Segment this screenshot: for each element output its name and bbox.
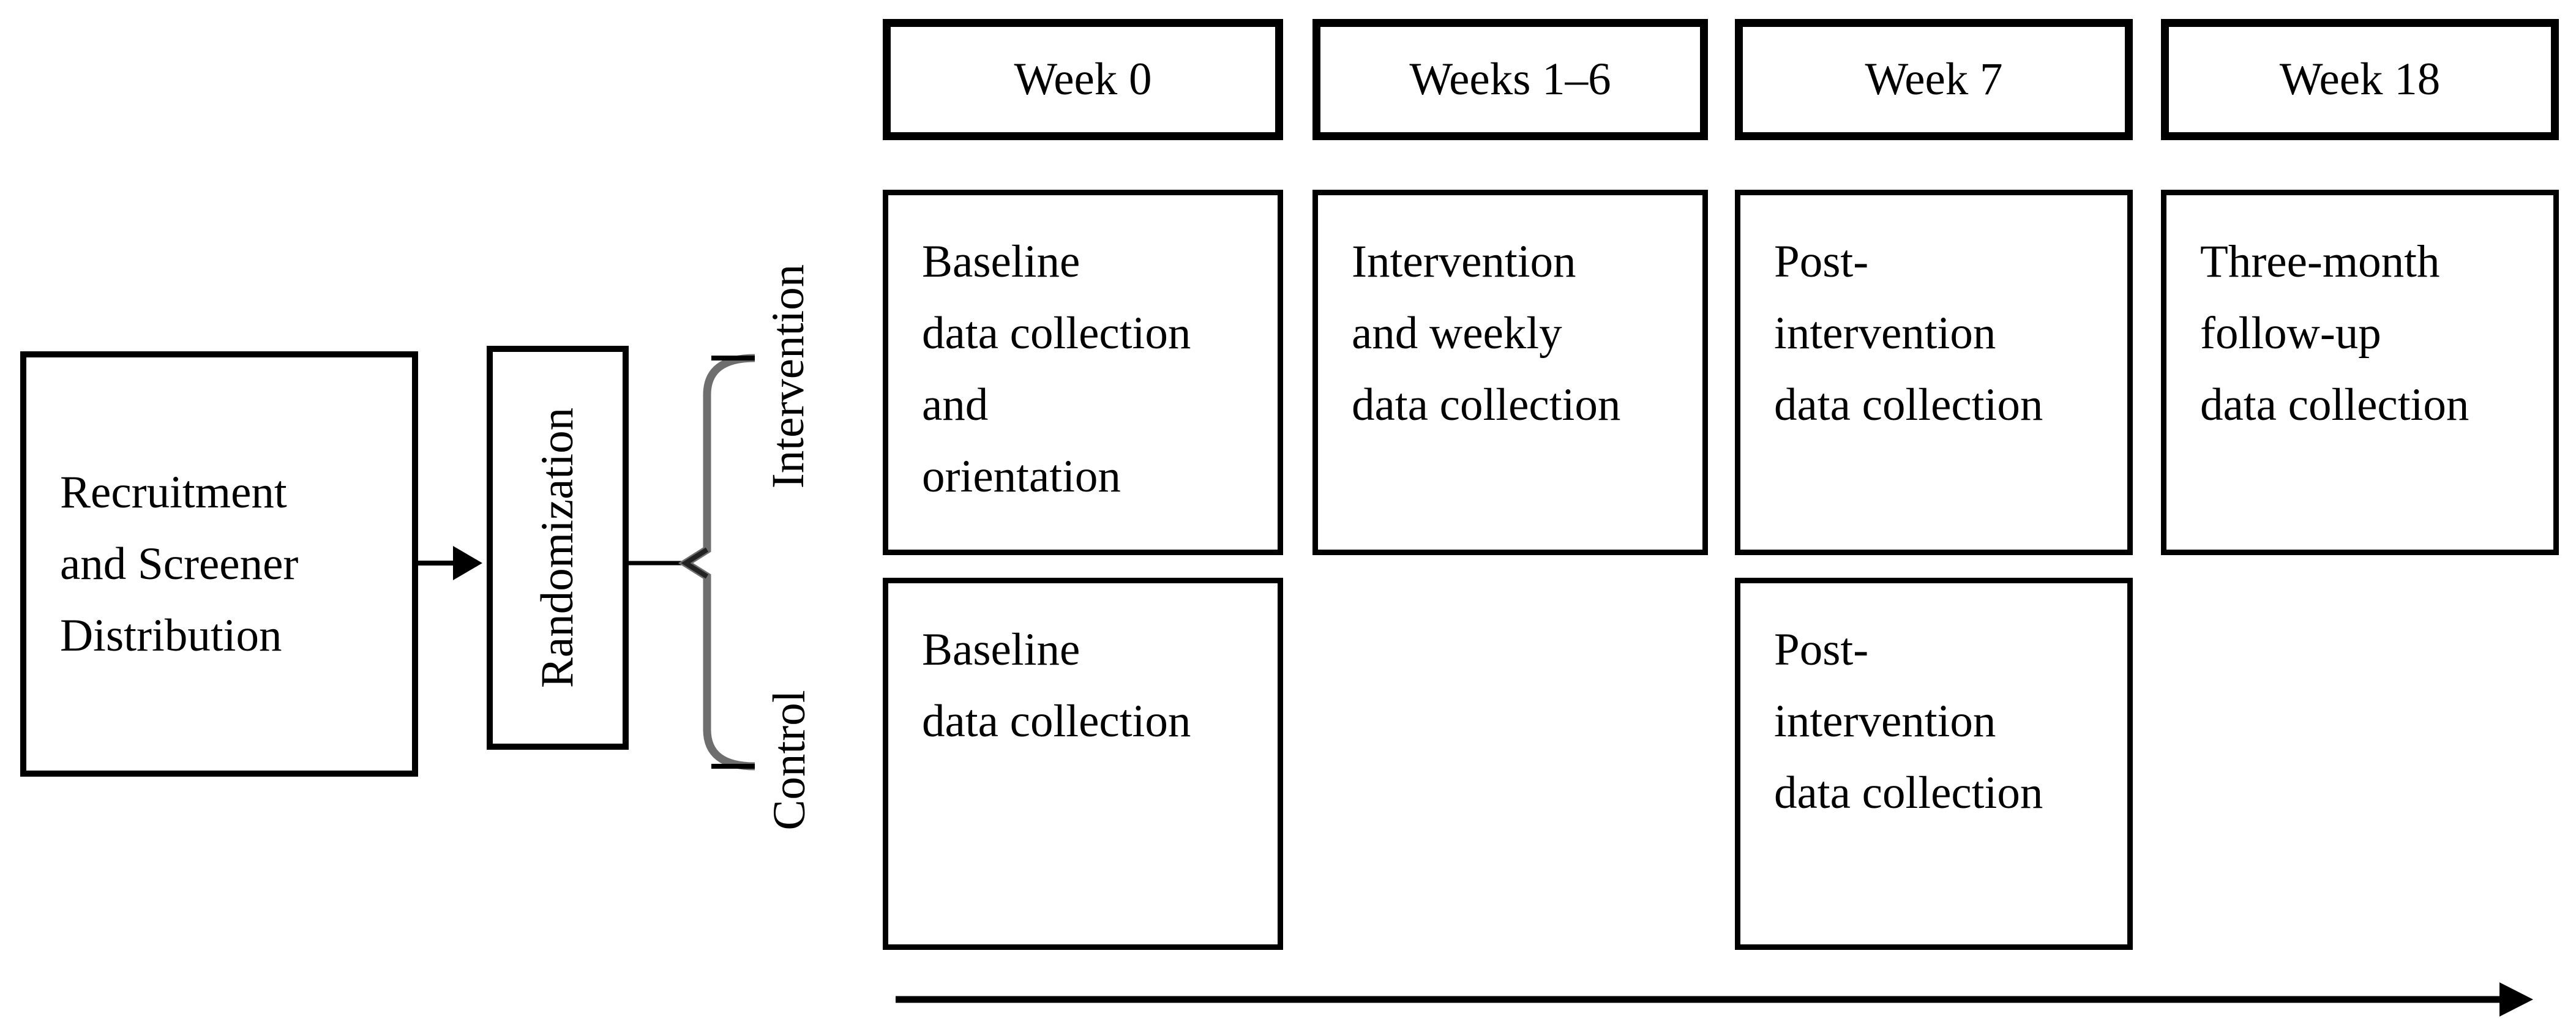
- recruitment-box: Recruitment and Screener Distribution: [20, 351, 418, 777]
- branch-brace: [678, 354, 755, 771]
- cell-line: data collection: [1774, 767, 2043, 818]
- cell-line: follow-up: [2200, 308, 2381, 359]
- cell-line: Post-: [1774, 624, 1869, 675]
- recruitment-box-line: Recruitment: [60, 467, 287, 518]
- intervention-week18-box: Three-month follow-up data collection: [2161, 190, 2559, 555]
- header-week-7: Week 7: [1735, 19, 2133, 140]
- cell-line: and weekly: [1352, 308, 1562, 359]
- cell-line: Baseline: [922, 624, 1080, 675]
- control-week7-box: Post- intervention data collection: [1735, 578, 2133, 950]
- recruitment-box-line: and Screener: [60, 539, 299, 589]
- cell-line: Three-month: [2200, 236, 2440, 287]
- cell-line: data collection: [922, 308, 1191, 359]
- intervention-week7-box: Post- intervention data collection: [1735, 190, 2133, 555]
- cell-line: intervention: [1774, 308, 1996, 359]
- cell-line: data collection: [2200, 379, 2469, 430]
- header-weeks-1-6: Weeks 1–6: [1312, 19, 1708, 140]
- control-week0-box: Baseline data collection: [883, 578, 1283, 950]
- cell-line: Intervention: [1352, 236, 1576, 287]
- header-week-0: Week 0: [883, 19, 1283, 140]
- intervention-week0-box: Baseline data collection and orientation: [883, 190, 1283, 555]
- cell-line: intervention: [1774, 696, 1996, 747]
- cell-line: orientation: [922, 451, 1121, 502]
- header-week-18: Week 18: [2161, 19, 2559, 140]
- cell-line: data collection: [1352, 379, 1621, 430]
- recruitment-box-line: Distribution: [60, 610, 282, 661]
- intervention-weeks1-6-box: Intervention and weekly data collection: [1312, 190, 1708, 555]
- randomization-box: Randomization: [487, 346, 629, 750]
- randomization-label: Randomization: [532, 407, 583, 689]
- cell-line: Post-: [1774, 236, 1869, 287]
- cell-line: Baseline: [922, 236, 1080, 287]
- timeline-axis-arrow: [896, 982, 2533, 1017]
- branch-label-intervention: Intervention: [763, 264, 814, 489]
- cell-line: and: [922, 379, 989, 430]
- cell-line: data collection: [922, 696, 1191, 747]
- cell-line: data collection: [1774, 379, 2043, 430]
- branch-label-control: Control: [764, 690, 815, 831]
